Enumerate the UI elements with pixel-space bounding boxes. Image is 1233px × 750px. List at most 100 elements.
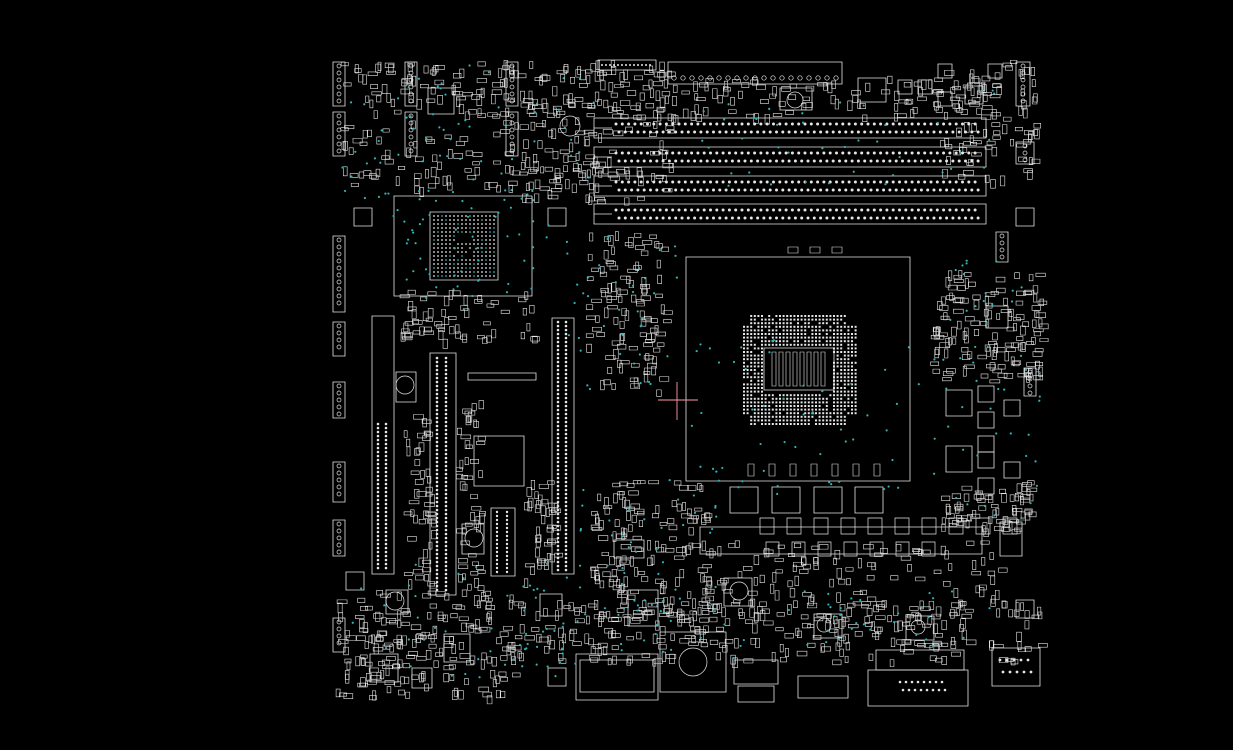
dimm-pin [787,188,791,192]
bga-ball [493,219,495,221]
bga-ball [433,263,435,265]
smd-passive [819,544,828,549]
smd-passive [751,80,758,84]
lga-pad [750,329,753,332]
dimm-pin [790,122,794,126]
via [1020,516,1023,520]
smd-passive [780,657,786,662]
lga-pad [743,343,745,346]
lga-pad [840,361,843,364]
via [997,387,1000,391]
bga-ball [445,235,447,237]
pcie-pin [444,528,448,532]
dimm-pin [772,122,775,126]
bga-ball [489,267,491,269]
via [945,387,948,390]
smd-passive [897,640,905,645]
smd-passive [404,431,407,438]
smd-passive [435,322,442,326]
via [839,428,843,431]
via [421,160,424,163]
lga-pad [851,376,853,379]
smd-passive [474,596,479,606]
smd-passive [346,636,356,641]
pcie-pin [376,546,380,550]
dimm-pin [913,130,917,134]
smd-passive [464,295,467,305]
via [768,351,771,354]
pcie-pin [564,456,568,460]
smd-passive [703,605,710,608]
smd-passive [382,84,387,93]
lga-pad [840,390,843,393]
smd-passive [716,627,723,631]
smd-passive [964,336,968,343]
bga-ball [457,251,459,253]
smd-passive [595,316,599,322]
smd-passive [598,99,602,105]
smd-passive [672,501,677,507]
dimm-pin [926,188,930,192]
dimm-pin [793,216,797,220]
via [434,199,438,202]
smd-passive [387,656,396,660]
lga-pad [818,423,821,425]
lga-pad [847,412,850,415]
dimm-pin [806,188,810,192]
pcie-pin [556,480,560,484]
dimm-pin [743,216,747,220]
lga-pad [847,325,850,328]
via [839,101,842,104]
dimm-pin [696,151,700,155]
smd-passive [457,428,461,434]
lga-pad [775,397,778,400]
header-pin [807,76,811,80]
pcie-pin [444,440,448,444]
lga-pad [843,361,846,364]
smd-passive [946,506,950,514]
smd-passive [411,510,415,517]
smd-passive [760,575,764,582]
smd-passive [345,671,349,680]
smd-passive [656,505,659,513]
lga-pad [833,390,835,393]
pcie-pin [556,524,560,528]
lga-pad [746,397,749,400]
bga-ball [485,215,487,217]
smd-passive [716,653,720,660]
bga-ball [453,267,455,269]
smd-passive [559,659,566,664]
smd-passive [364,171,371,176]
smd-passive [372,691,375,700]
smd-passive [467,176,476,180]
via [470,207,473,210]
via [532,267,535,270]
smd-passive [979,506,986,511]
lga-pad [851,412,853,415]
smd-passive [686,546,691,555]
via [955,496,958,500]
lga-pad [847,394,850,397]
via [1038,372,1041,375]
lga-pad [779,419,781,422]
rear-io-connector [992,648,1040,686]
smd-passive [437,162,441,169]
dimm-pin [907,130,911,134]
smd-passive [595,184,599,192]
dimm-pin [967,208,971,212]
dimm-pin [869,159,873,163]
smd-passive [415,174,422,179]
lga-pad [757,387,760,389]
smd-passive [404,512,412,515]
via [812,412,815,415]
via [852,438,855,441]
smd-passive [597,332,605,336]
lga-pad [746,401,749,404]
via [771,339,774,342]
bga-ball [445,231,447,233]
pcie-pin [435,424,439,428]
smd-passive [1029,131,1033,139]
bga-ball [461,215,463,217]
